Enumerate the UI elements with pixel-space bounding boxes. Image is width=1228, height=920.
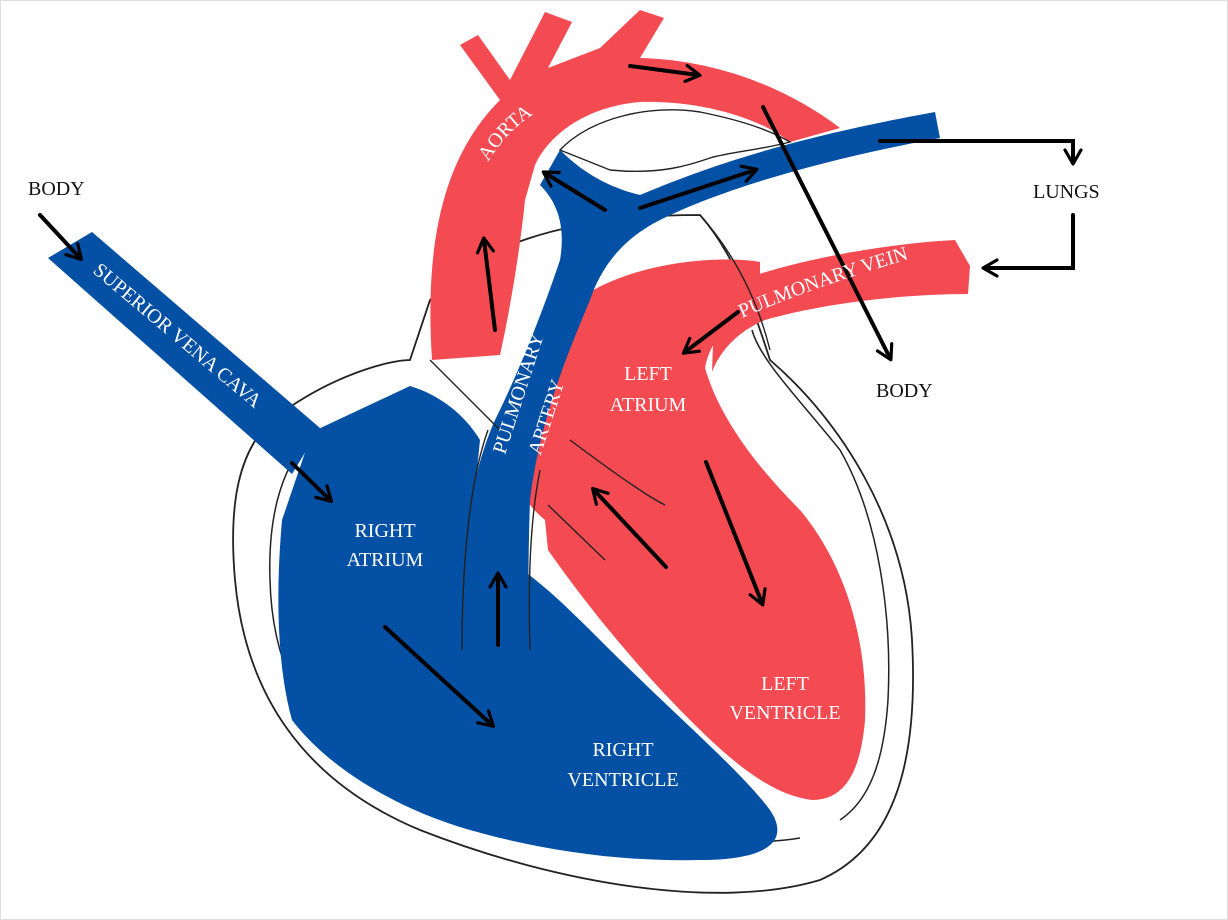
svg-text:ATRIUM: ATRIUM	[347, 549, 424, 571]
svg-text:RIGHT: RIGHT	[592, 739, 653, 761]
svg-text:RIGHT: RIGHT	[354, 520, 415, 542]
svg-text:LEFT: LEFT	[761, 673, 809, 695]
svg-text:ATRIUM: ATRIUM	[610, 394, 687, 416]
svg-text:VENTRICLE: VENTRICLE	[567, 769, 678, 791]
label-body-in: BODY	[28, 178, 85, 200]
svg-text:LEFT: LEFT	[624, 363, 672, 385]
label-body-out: BODY	[876, 380, 933, 402]
label-lungs: LUNGS	[1033, 181, 1100, 203]
svg-text:VENTRICLE: VENTRICLE	[729, 702, 840, 724]
